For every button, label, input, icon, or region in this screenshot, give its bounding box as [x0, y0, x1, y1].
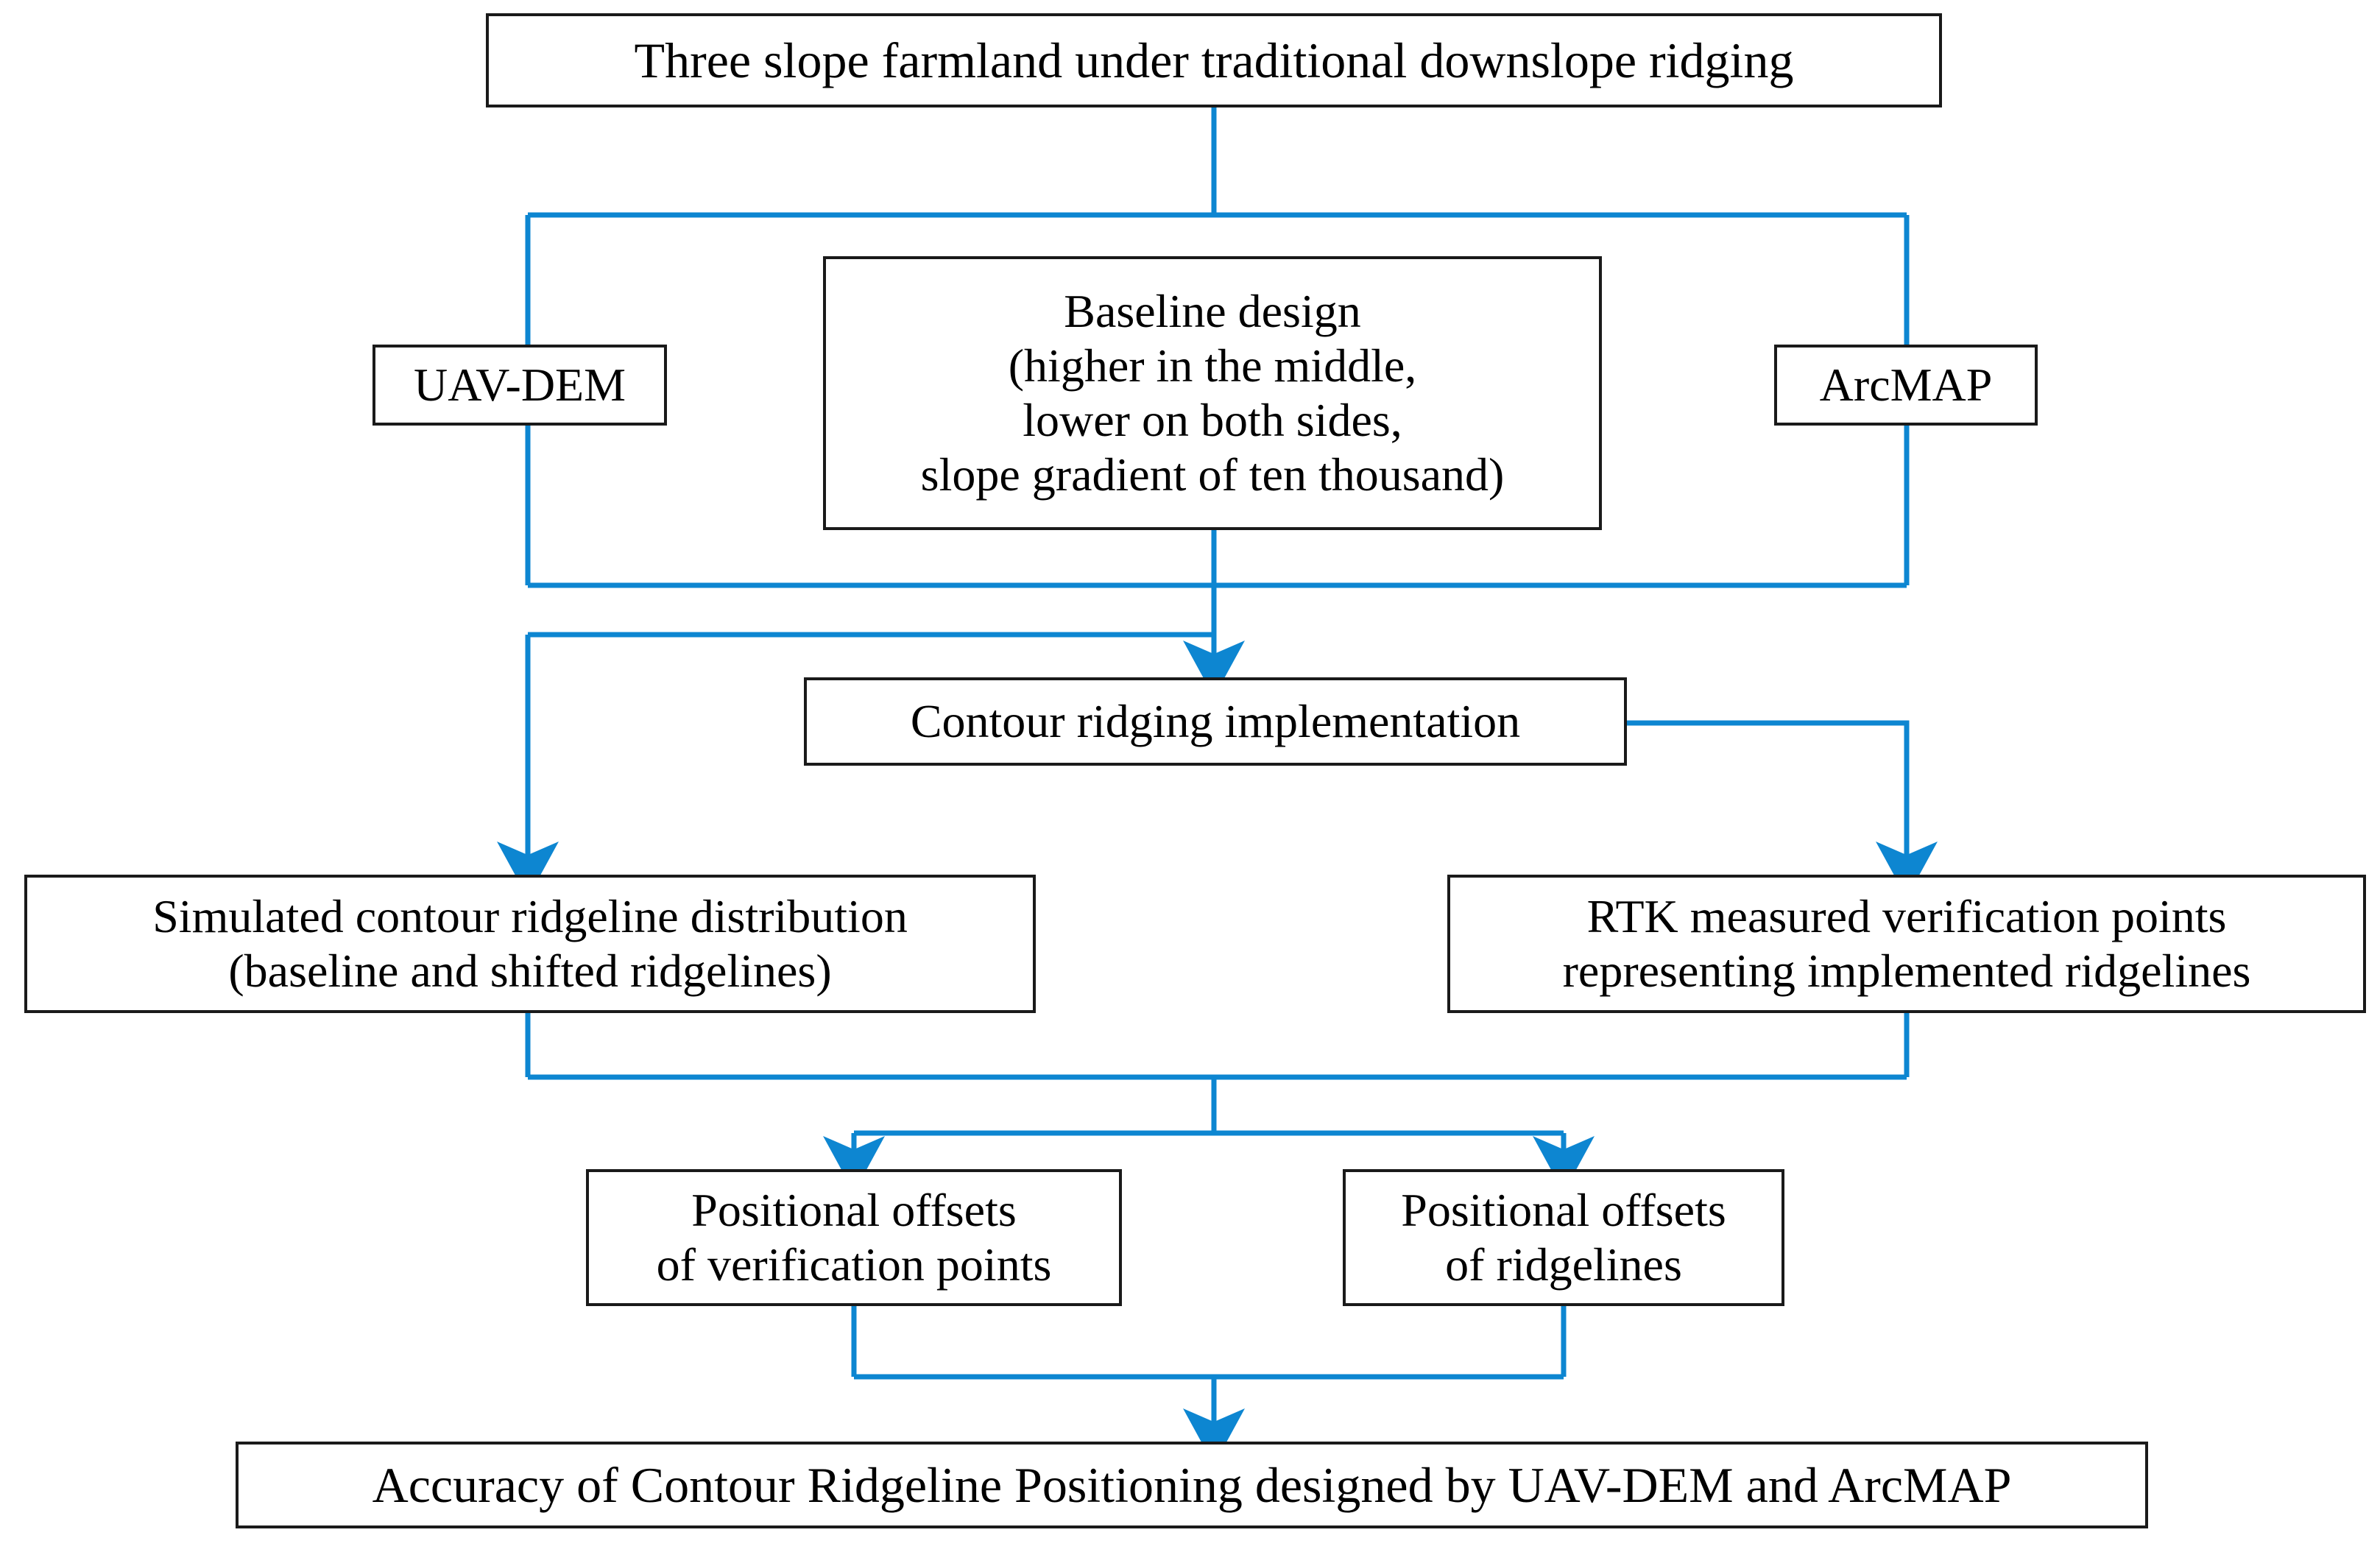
node-accuracy-of-contour-ridgeline-positioning: Accuracy of Contour Ridgeline Positionin… — [236, 1442, 2148, 1528]
node-label: Positional offsets of ridgelines — [1401, 1183, 1726, 1291]
node-uav-dem: UAV-DEM — [372, 345, 667, 426]
node-positional-offsets-of-ridgelines: Positional offsets of ridgelines — [1343, 1169, 1784, 1306]
node-label: Contour ridging implementation — [910, 694, 1521, 747]
node-three-slope-farmland: Three slope farmland under traditional d… — [486, 13, 1942, 107]
node-arcmap: ArcMAP — [1774, 345, 2038, 426]
node-baseline-design: Baseline design (higher in the middle, l… — [823, 256, 1602, 530]
node-label: Three slope farmland under traditional d… — [634, 32, 1794, 88]
node-label: Positional offsets of verification point… — [656, 1183, 1052, 1291]
edge-contour-to-rtk — [1627, 720, 1938, 898]
node-positional-offsets-of-verification-points: Positional offsets of verification point… — [586, 1169, 1122, 1306]
node-rtk-measured-verification-points: RTK measured verification points represe… — [1447, 875, 2366, 1013]
node-simulated-contour-ridgeline-distribution: Simulated contour ridgeline distribution… — [24, 875, 1036, 1013]
node-label: Baseline design (higher in the middle, l… — [920, 284, 1505, 501]
node-label: Accuracy of Contour Ridgeline Positionin… — [372, 1456, 2012, 1513]
node-label: UAV-DEM — [413, 358, 626, 411]
node-contour-ridging-implementation: Contour ridging implementation — [804, 677, 1627, 766]
node-label: RTK measured verification points represe… — [1562, 889, 2251, 997]
node-label: Simulated contour ridgeline distribution… — [152, 889, 908, 997]
node-label: ArcMAP — [1819, 358, 1993, 411]
